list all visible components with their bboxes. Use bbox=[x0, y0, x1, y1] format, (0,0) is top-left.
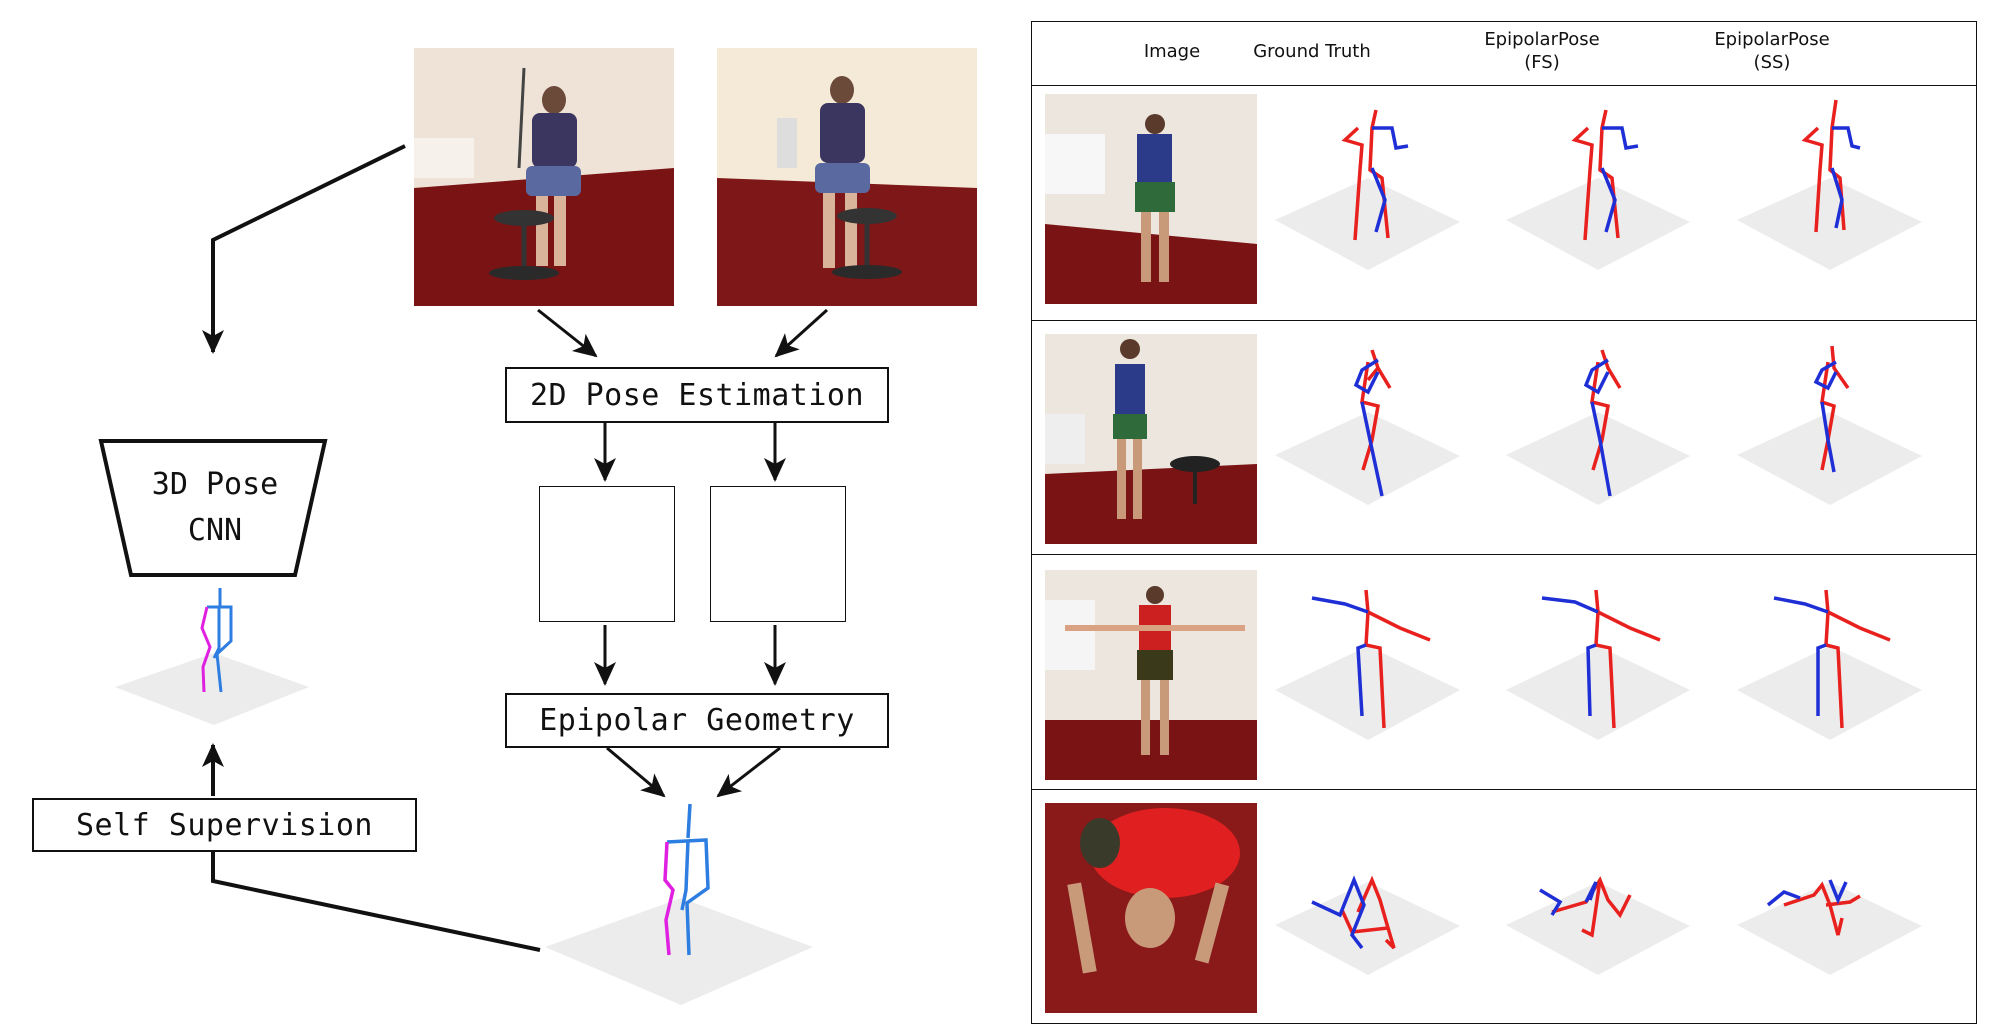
results-table: Image Ground Truth EpipolarPose (FS) Epi… bbox=[1031, 21, 1977, 1024]
row4-image bbox=[1045, 803, 1257, 1013]
header-epipolar-ss-line1: EpipolarPose bbox=[1714, 29, 1830, 50]
skeleton-r1-ss bbox=[1801, 99, 1861, 233]
plane-r2-ss bbox=[1737, 412, 1922, 505]
photo2-to-pose-arrow bbox=[774, 308, 829, 358]
epipolar-geometry-box: Epipolar Geometry bbox=[505, 693, 889, 748]
plane-r3-gt bbox=[1275, 646, 1460, 740]
header-epipolar-fs: EpipolarPose (FS) bbox=[1442, 28, 1642, 74]
skeleton-r4-fs bbox=[1539, 876, 1632, 938]
row2-image bbox=[1045, 334, 1257, 544]
skeleton-r3-gt bbox=[1311, 589, 1431, 729]
result-skeleton bbox=[545, 803, 813, 1005]
plane-r1-fs bbox=[1506, 178, 1690, 270]
skeleton-r1-gt bbox=[1341, 109, 1409, 241]
row-divider bbox=[1032, 554, 1976, 555]
cnn-output-skeleton bbox=[115, 588, 309, 725]
plane-r4-fs bbox=[1506, 882, 1690, 975]
plane-r1-gt bbox=[1275, 178, 1460, 270]
row-divider bbox=[1032, 320, 1976, 321]
cnn-label-line2: CNN bbox=[187, 513, 243, 548]
plane-r1-ss bbox=[1737, 178, 1922, 270]
result-to-supervision-arrow bbox=[211, 850, 541, 952]
plane-r3-ss bbox=[1737, 646, 1922, 740]
pose-2d-thumb-view1 bbox=[539, 486, 675, 622]
skeleton-r2-gt bbox=[1353, 349, 1392, 497]
row-divider bbox=[1032, 85, 1976, 86]
header-epipolar-ss-line2: (SS) bbox=[1753, 52, 1791, 73]
input-photo-view2 bbox=[717, 48, 977, 306]
plane-r4-gt bbox=[1275, 882, 1460, 975]
skeleton-r1-fs bbox=[1571, 109, 1639, 241]
pose-estimation-box: 2D Pose Estimation bbox=[505, 367, 889, 423]
row3-image bbox=[1045, 570, 1257, 780]
header-image-label: Image bbox=[1143, 41, 1201, 62]
self-supervision-box: Self Supervision bbox=[32, 798, 417, 852]
skeleton-r2-ss bbox=[1813, 345, 1850, 473]
header-epipolar-fs-line2: (FS) bbox=[1524, 52, 1560, 73]
cnn-trapezoid bbox=[98, 439, 328, 577]
skeleton-r2-fs bbox=[1583, 349, 1622, 497]
skeleton-r3-ss bbox=[1773, 589, 1891, 729]
cnn-label: 3D Pose CNN bbox=[120, 462, 310, 554]
epipolar-to-result-arrow-left bbox=[606, 746, 666, 798]
cnn-label-line1: 3D Pose bbox=[151, 467, 279, 502]
header-ground-truth: Ground Truth bbox=[1212, 40, 1412, 63]
photo-to-cnn-arrow bbox=[202, 144, 406, 354]
pose-2d-thumb-view2 bbox=[710, 486, 846, 622]
header-epipolar-fs-line1: EpipolarPose bbox=[1484, 29, 1600, 50]
skeleton-r3-fs bbox=[1541, 589, 1661, 729]
header-epipolar-ss: EpipolarPose (SS) bbox=[1672, 28, 1872, 74]
input-photo-view1 bbox=[414, 48, 674, 306]
photo1-to-pose-arrow bbox=[537, 308, 598, 358]
skeleton-r4-gt bbox=[1311, 875, 1396, 950]
epipolar-to-result-arrow-right bbox=[716, 746, 781, 798]
header-ground-truth-label: Ground Truth bbox=[1253, 41, 1371, 62]
row-divider bbox=[1032, 789, 1976, 790]
header-image: Image bbox=[1102, 40, 1242, 63]
skeleton-r4-ss bbox=[1766, 879, 1861, 936]
plane-r3-fs bbox=[1506, 646, 1690, 740]
plane-r4-ss bbox=[1737, 882, 1922, 975]
row1-image bbox=[1045, 94, 1257, 304]
